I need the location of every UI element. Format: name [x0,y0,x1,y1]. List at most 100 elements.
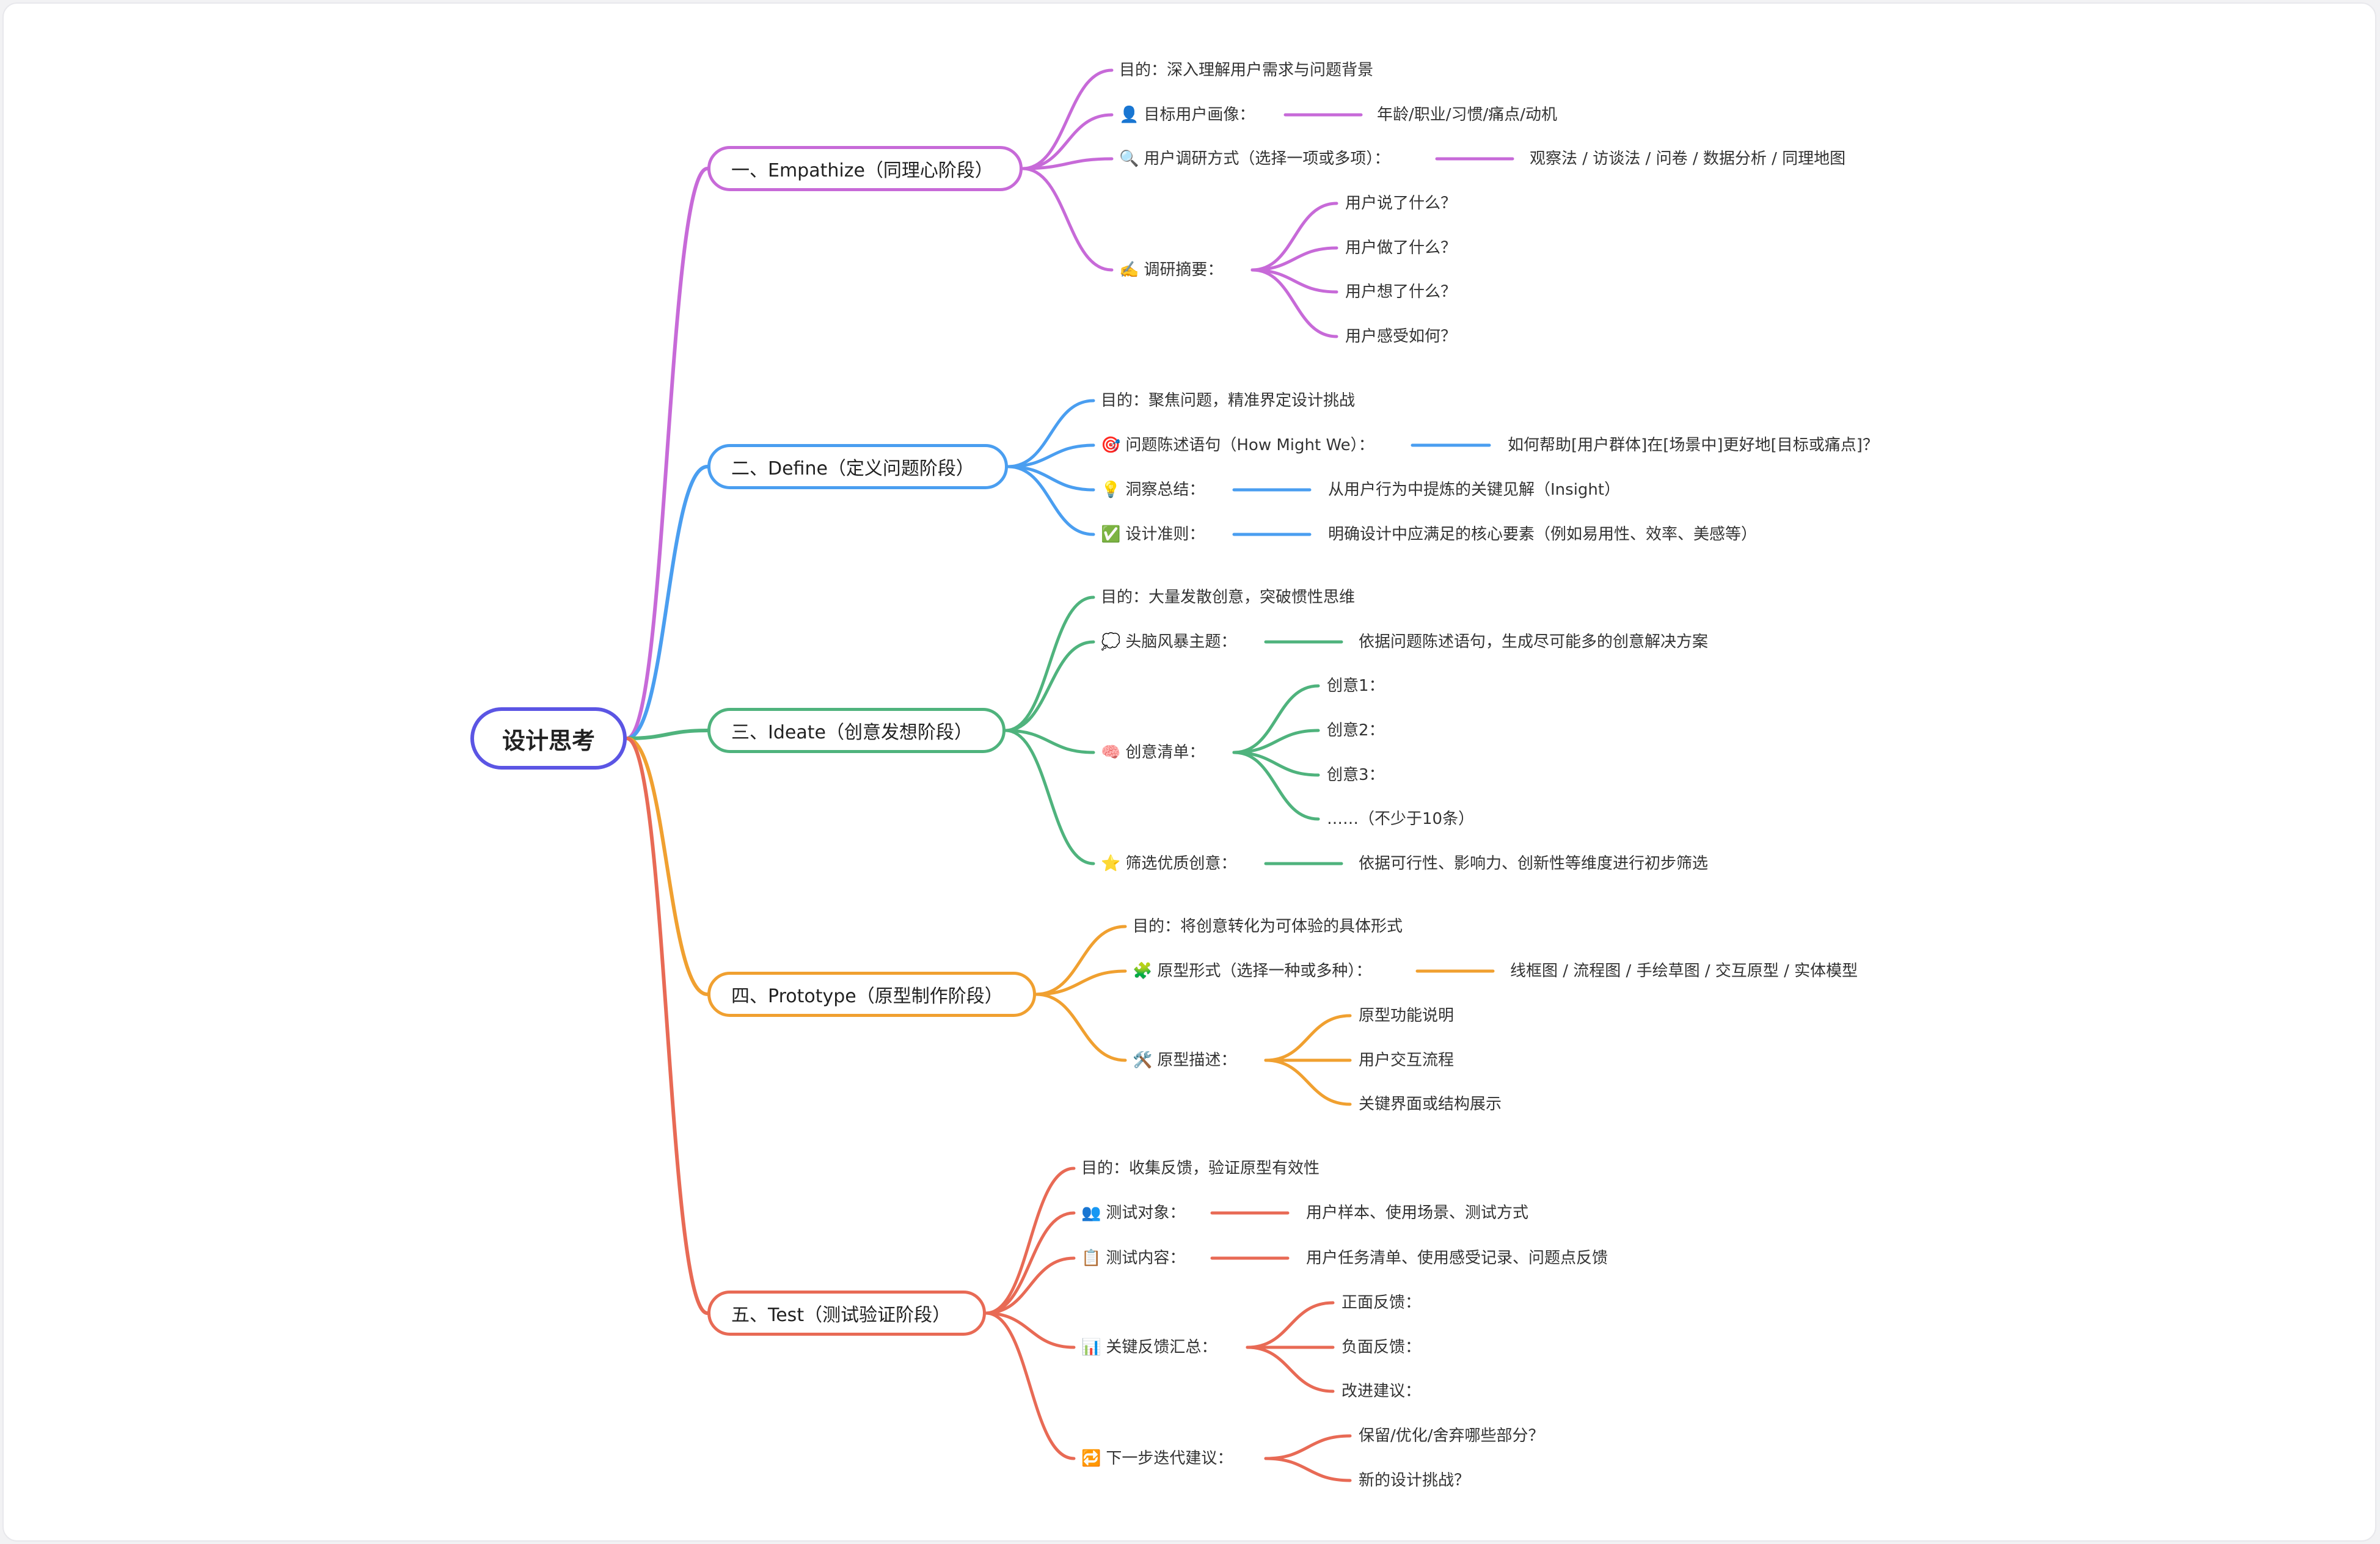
branch-prototype[interactable]: 四、Prototype（原型制作阶段） [707,972,1036,1017]
ideate-brainstorm-value[interactable]: 依据问题陈述语句，生成尽可能多的创意解决方案 [1359,633,1709,651]
link-idea-item [1232,684,1320,754]
idea-item[interactable]: 创意3： [1327,766,1385,784]
link-test-child [984,1311,1076,1349]
branch-ideate[interactable]: 三、Ideate（创意发想阶段） [707,708,1006,753]
summary-item[interactable]: 用户想了什么？ [1345,283,1457,301]
users-icon: 👥 [1081,1204,1101,1222]
test-feedback[interactable]: 📊关键反馈汇总： [1081,1332,1217,1363]
desc-item[interactable]: 用户交互流程 [1359,1051,1455,1069]
link-test-child [984,1256,1076,1315]
empathize-summary[interactable]: ✍️ 调研摘要： [1119,255,1223,285]
next-item[interactable]: 保留/优化/舍弃哪些部分？ [1359,1427,1544,1445]
ideate-filter-value[interactable]: 依据可行性、影响力、创新性等维度进行初步筛选 [1359,854,1709,873]
idea-item[interactable]: 创意2： [1327,721,1385,740]
link-idea-item [1232,751,1320,821]
link-feedback-item [1246,1301,1335,1349]
root-node[interactable]: 设计思考 [470,707,627,770]
link-ideate-child [1004,729,1095,754]
idea-item[interactable]: ……（不少于10条） [1327,810,1475,828]
prototype-form-value[interactable]: 线框图 / 流程图 / 手绘草图 / 交互原型 / 实体模型 [1510,962,1858,980]
hmw-label: 问题陈述语句（How Might We）： [1125,436,1374,454]
branch-test[interactable]: 五、Test（测试验证阶段） [707,1291,986,1336]
link-desc-item [1264,1014,1352,1062]
persona-label: 目标用户画像： [1144,106,1255,124]
link-test-child [984,1167,1076,1315]
puzzle-icon: 🧩 [1133,962,1153,980]
link-idea-item [1232,729,1320,754]
content-label: 测试内容： [1106,1249,1186,1267]
define-principles[interactable]: ✅设计准则： [1101,519,1205,550]
ideate-purpose[interactable]: 目的：大量发散创意，突破惯性思维 [1101,588,1356,606]
link-root-prototype [625,737,709,996]
feedback-item[interactable]: 改进建议： [1341,1382,1422,1400]
link-empathize-child [1021,167,1114,272]
ideate-ideas[interactable]: 🧠创意清单： [1101,737,1205,768]
insight-label: 洞察总结： [1125,481,1205,499]
connector-lines [625,68,1514,1482]
test-subjects-value[interactable]: 用户样本、使用场景、测试方式 [1306,1204,1529,1222]
test-content[interactable]: 📋 测试内容： [1081,1243,1185,1273]
user-icon: 👤 [1119,106,1139,124]
define-principles-value[interactable]: 明确设计中应满足的核心要素（例如易用性、效率、美感等） [1328,525,1758,544]
idea-item[interactable]: 创意1： [1327,677,1385,695]
prototype-form[interactable]: 🧩原型形式（选择一种或多种）： [1133,956,1371,986]
branch-define[interactable]: 二、Define（定义问题阶段） [707,444,1008,489]
research-label: 用户调研方式（选择一项或多项）： [1144,150,1390,168]
define-purpose[interactable]: 目的：聚焦问题，精准界定设计挑战 [1101,391,1356,410]
summary-item[interactable]: 用户感受如何？ [1345,327,1457,346]
link-ideate-child [1004,729,1095,865]
branch-empathize[interactable]: 一、Empathize（同理心阶段） [707,146,1023,191]
ideate-brainstorm[interactable]: 💭头脑风暴主题： [1101,627,1236,657]
summary-item[interactable]: 用户做了什么？ [1345,239,1457,257]
desc-item[interactable]: 关键界面或结构展示 [1359,1095,1502,1113]
summary-label: 调研摘要： [1144,261,1224,279]
empathize-persona-value[interactable]: 年龄/职业/习惯/痛点/动机 [1377,106,1558,124]
ideate-filter[interactable]: ⭐筛选优质创意： [1101,848,1236,879]
star-icon: ⭐ [1101,854,1121,873]
empathize-research-value[interactable]: 观察法 / 访谈法 / 问卷 / 数据分析 / 同理地图 [1530,150,1846,168]
link-summary-item [1250,268,1338,338]
link-prototype-child [1034,925,1127,996]
link-test-child [984,1311,1076,1460]
link-summary-item [1250,202,1338,272]
link-define-child [1006,465,1095,536]
feedback-item[interactable]: 正面反馈： [1341,1294,1422,1312]
link-desc-item [1264,1058,1352,1106]
link-test-child [984,1211,1076,1315]
define-hmw[interactable]: 🎯问题陈述语句（How Might We）： [1101,430,1374,461]
test-content-value[interactable]: 用户任务清单、使用感受记录、问题点反馈 [1306,1249,1608,1267]
link-next-item [1264,1434,1352,1460]
prototype-purpose[interactable]: 目的：将创意转化为可体验的具体形式 [1133,917,1403,936]
magnifier-icon: 🔍 [1119,150,1139,168]
link-empathize-child [1021,113,1114,170]
link-empathize-child [1021,157,1114,170]
define-hmw-value[interactable]: 如何帮助[用户群体]在[场景中]更好地[目标或痛点]？ [1508,436,1878,454]
link-next-item [1264,1457,1352,1482]
empathize-research[interactable]: 🔍 用户调研方式（选择一项或多项）： [1119,144,1390,174]
empathize-purpose[interactable]: 目的：深入理解用户需求与问题背景 [1119,61,1374,79]
writing-hand-icon: ✍️ [1119,261,1139,279]
link-root-empathize [625,167,709,740]
define-insight-value[interactable]: 从用户行为中提炼的关键见解（Insight） [1328,481,1621,499]
test-subjects[interactable]: 👥测试对象： [1081,1198,1185,1228]
filter-label: 筛选优质创意： [1125,854,1237,873]
desc-label: 原型描述： [1157,1051,1237,1069]
link-ideate-child [1004,640,1095,732]
test-purpose[interactable]: 目的：收集反馈，验证原型有效性 [1081,1159,1320,1178]
form-label: 原型形式（选择一种或多种）： [1157,962,1372,980]
link-summary-item [1250,246,1338,272]
test-next[interactable]: 🔁下一步迭代建议： [1081,1443,1233,1474]
bar-chart-icon: 📊 [1081,1338,1101,1356]
link-prototype-child [1034,992,1127,1062]
next-item[interactable]: 新的设计挑战？ [1359,1471,1470,1490]
link-root-test [625,737,709,1315]
feedback-item[interactable]: 负面反馈： [1341,1338,1422,1356]
link-summary-item [1250,268,1338,294]
desc-item[interactable]: 原型功能说明 [1359,1007,1455,1025]
empathize-persona[interactable]: 👤 目标用户画像： [1119,100,1255,130]
summary-item[interactable]: 用户说了什么？ [1345,194,1457,213]
clipboard-icon: 📋 [1081,1249,1101,1267]
link-define-child [1006,399,1095,468]
prototype-desc[interactable]: 🛠️原型描述： [1133,1045,1236,1076]
define-insight[interactable]: 💡洞察总结： [1101,475,1205,505]
